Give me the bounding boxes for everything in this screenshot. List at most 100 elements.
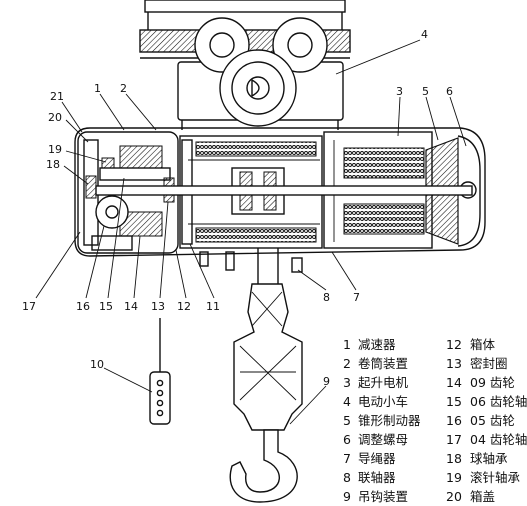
rope-guide xyxy=(199,248,303,286)
callout-6: 6 xyxy=(446,85,453,98)
leader-line-13 xyxy=(159,201,169,299)
leader-line-1 xyxy=(99,93,125,131)
leader-line-11 xyxy=(189,243,215,299)
leader-line-15 xyxy=(107,177,125,299)
leader-line-8 xyxy=(297,269,327,291)
leader-line-19 xyxy=(65,150,107,163)
legend-text: 卷筒装置 xyxy=(358,356,408,371)
legend-text: 电动小车 xyxy=(358,394,408,409)
legend-text: 滚针轴承 xyxy=(470,470,521,485)
callout-1: 1 xyxy=(94,82,101,95)
pendant-button-3 xyxy=(156,399,164,407)
support-lug-2 xyxy=(225,251,235,271)
leader-line-5 xyxy=(425,96,439,141)
leader-line-3 xyxy=(397,96,401,137)
legend-text: 球轴承 xyxy=(470,451,508,466)
legend-left-column: 1 减速器 2 卷筒装置 3 起升电机 4 电动小车 5 锥形制动器 6 调整螺… xyxy=(343,337,421,504)
hook-assembly xyxy=(229,283,303,503)
legend-text: 06 齿轮轴 xyxy=(470,394,527,409)
needle-bearing xyxy=(101,157,115,169)
trolley-drive-gear-hub xyxy=(246,76,270,100)
gear-05-hub xyxy=(105,205,119,219)
callout-11: 11 xyxy=(206,300,220,313)
callout-17: 17 xyxy=(22,300,36,313)
legend-text: 09 齿轮 xyxy=(470,375,515,390)
legend-num: 17 xyxy=(446,432,462,447)
legend-right-column: 12 箱体 13 密封圈 14 09 齿轮 15 06 齿轮轴 16 05 齿轮… xyxy=(446,337,527,504)
reducer-gearbox xyxy=(77,131,179,254)
trolley-hub-mark xyxy=(251,79,260,97)
callout-2: 2 xyxy=(120,82,127,95)
leader-line-14 xyxy=(133,235,141,299)
legend-text: 减速器 xyxy=(358,337,396,352)
legend-num: 13 xyxy=(446,356,462,371)
drum-assembly xyxy=(179,135,323,249)
motor-winding-top xyxy=(343,147,425,179)
leader-line-9 xyxy=(289,385,327,425)
legend-text: 04 齿轮轴 xyxy=(470,432,527,447)
legend-num: 16 xyxy=(446,413,462,428)
legend-num: 3 xyxy=(343,375,351,390)
legend-text: 起升电机 xyxy=(358,375,409,390)
legend-num: 6 xyxy=(343,432,351,447)
legend-num: 14 xyxy=(446,375,462,390)
legend-num: 5 xyxy=(343,413,351,428)
callout-15: 15 xyxy=(99,300,113,313)
callout-14: 14 xyxy=(124,300,138,313)
legend-text: 调整螺母 xyxy=(358,432,408,447)
callout-13: 13 xyxy=(151,300,165,313)
ball-bearing xyxy=(85,175,97,199)
hook-block xyxy=(233,283,303,431)
legend-num: 18 xyxy=(446,451,462,466)
support-lug-1 xyxy=(199,251,209,267)
leader-line-16 xyxy=(85,225,105,299)
trolley-drive-gear xyxy=(219,49,297,127)
leader-line-18 xyxy=(63,165,89,185)
hook-thrust-bearing xyxy=(239,345,297,401)
leader-line-7 xyxy=(331,251,357,291)
legend: 1 减速器 2 卷筒装置 3 起升电机 4 电动小车 5 锥形制动器 6 调整螺… xyxy=(343,337,527,504)
trolley-wheel-left-hub xyxy=(209,32,235,58)
callout-8: 8 xyxy=(323,291,330,304)
trolley-wheel-right-hub xyxy=(287,32,313,58)
leader-line-12 xyxy=(175,249,187,299)
legend-text: 密封圈 xyxy=(470,356,508,371)
callout-3: 3 xyxy=(396,85,403,98)
drum-rope-coils-top xyxy=(195,141,317,157)
hoist-body-outline xyxy=(74,127,486,257)
leader-line-21 xyxy=(61,101,83,133)
legend-text: 05 齿轮 xyxy=(470,413,515,428)
legend-num: 19 xyxy=(446,470,462,485)
pendant-control xyxy=(149,318,171,425)
trolley-wheel-right xyxy=(272,17,328,73)
callout-4: 4 xyxy=(421,28,428,41)
callout-16: 16 xyxy=(76,300,90,313)
drum-rope-coils-bottom xyxy=(195,227,317,243)
callout-9: 9 xyxy=(323,375,330,388)
leader-line-10 xyxy=(103,367,153,393)
legend-text: 箱体 xyxy=(470,337,496,352)
legend-num: 15 xyxy=(446,394,462,409)
pendant-button-4 xyxy=(156,409,164,417)
leader-line-2 xyxy=(125,93,157,131)
legend-num: 8 xyxy=(343,470,351,485)
callout-20: 20 xyxy=(48,111,62,124)
callout-19: 19 xyxy=(48,143,62,156)
legend-num: 4 xyxy=(343,394,351,409)
callout-21: 21 xyxy=(50,90,64,103)
legend-num: 12 xyxy=(446,337,462,352)
pendant-button-1 xyxy=(156,379,164,387)
hook xyxy=(229,429,298,503)
callout-5: 5 xyxy=(422,85,429,98)
gear-05 xyxy=(95,195,129,229)
callout-10: 10 xyxy=(90,358,104,371)
legend-text: 导绳器 xyxy=(358,451,396,466)
legend-num: 20 xyxy=(446,489,462,504)
legend-text: 箱盖 xyxy=(470,489,495,504)
legend-num: 9 xyxy=(343,489,351,504)
leader-line-17 xyxy=(35,231,81,299)
legend-num: 1 xyxy=(343,337,351,352)
callout-12: 12 xyxy=(177,300,191,313)
legend-text: 锥形制动器 xyxy=(358,413,421,428)
